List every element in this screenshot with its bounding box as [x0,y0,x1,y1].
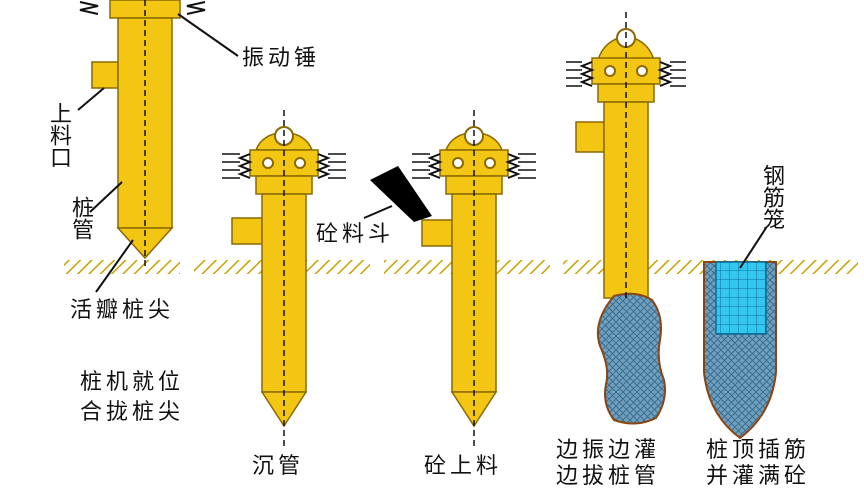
rig-stage-1 [77,0,239,293]
step-1-line1: 桩机就位 [80,370,185,395]
step-5-line2: 并灌满砼 [706,464,811,489]
pile-pipe-label: 桩管 [68,196,93,240]
concrete-hopper-label: 砼料斗 [316,222,395,247]
concrete-column [596,292,666,425]
step-5-line1: 桩顶插筋 [706,438,811,463]
pile-stage-5 [703,227,777,440]
feed-opening-label: 上料口 [46,102,71,168]
hammer-label: 振动锤 [242,46,321,71]
rig-stage-3 [363,110,536,448]
pile-tip-label: 活瓣桩尖 [70,298,175,323]
rebar-cage [715,261,767,335]
step-4-line2: 边拔桩管 [556,464,661,489]
step-4-line1: 边振边灌 [556,438,661,463]
rig-stage-4 [566,12,686,425]
feed-opening [91,61,119,89]
rebar-cage-label: 钢筋笼 [759,164,784,230]
step-1-line2: 合拢桩尖 [80,400,185,425]
step-2-line1: 沉管 [252,454,305,479]
concrete-hopper [370,166,432,222]
ground-strip-1 [64,260,180,274]
rig-stage-2 [222,110,346,448]
step-3-line1: 砼上料 [424,454,503,479]
